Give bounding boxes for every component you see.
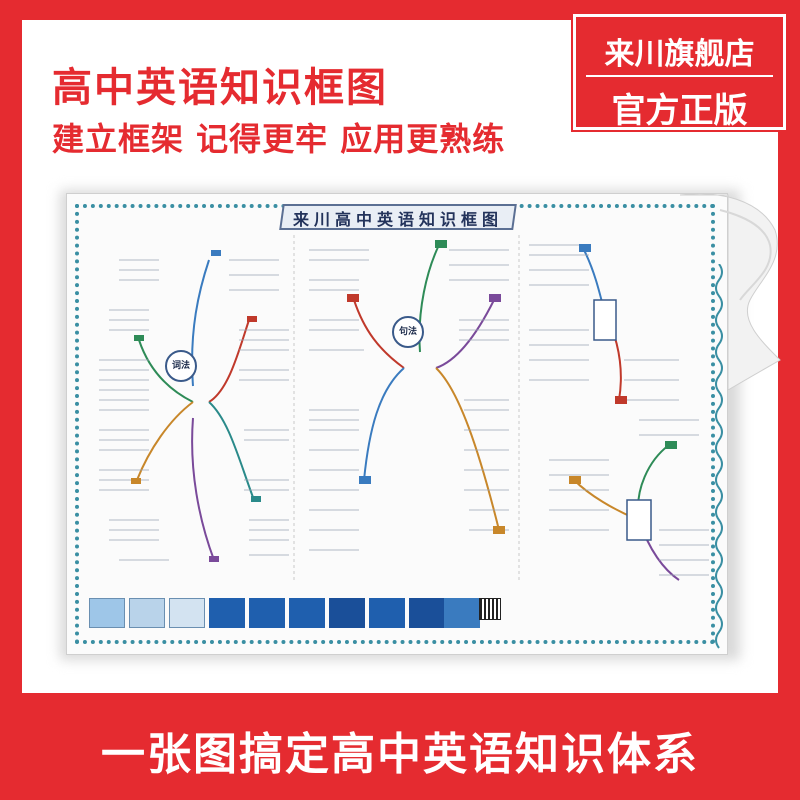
bottom-slogan: 一张图搞定高中英语知识体系: [101, 729, 699, 780]
book-thumbnail: [369, 598, 405, 628]
store-badge: 来川旗舰店 官方正版: [571, 12, 788, 132]
node-syntax: 句法: [392, 316, 424, 348]
mindmap-illustration: [99, 235, 709, 581]
book-thumbnail: [209, 598, 245, 628]
book-thumbnail: [89, 598, 125, 628]
book-thumbnail: [409, 598, 445, 628]
book-thumbnail: [169, 598, 205, 628]
poster-image: 来川高中英语知识框图: [66, 193, 728, 655]
official-label: 官方正版: [611, 91, 748, 131]
product-subtitle: 建立框架 记得更牢 应用更熟练: [52, 120, 506, 158]
book-thumbnail: [329, 598, 365, 628]
store-name: 来川旗舰店: [604, 37, 755, 72]
page-curl: [680, 193, 781, 390]
qr-code: [479, 598, 501, 620]
bottom-banner: 一张图搞定高中英语知识体系: [0, 693, 800, 800]
book-thumbnail: [129, 598, 165, 628]
book-thumbnail: [289, 598, 325, 628]
poster-title: 来川高中英语知识框图: [293, 210, 504, 229]
book-thumbnail: [249, 598, 285, 628]
badge-divider: [586, 75, 773, 77]
poster-right-ornament: [715, 264, 723, 649]
book-thumbnail-strip: [79, 588, 509, 644]
node-vocabulary: 词法: [165, 350, 197, 382]
book-thumbnail: [444, 598, 480, 628]
product-title: 高中英语知识框图: [52, 65, 388, 111]
